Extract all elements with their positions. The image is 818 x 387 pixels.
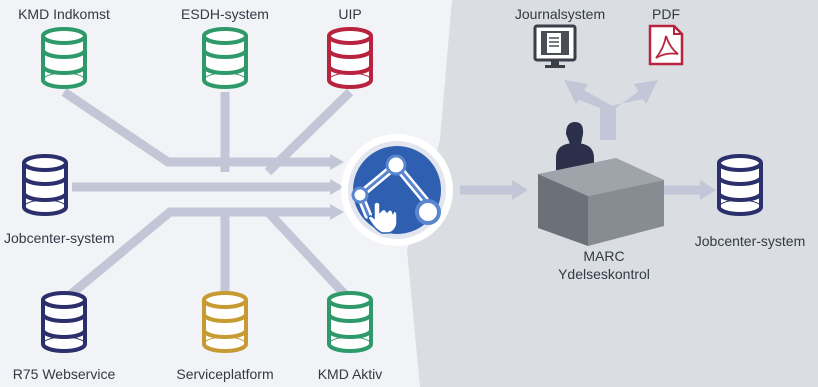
database-icon-serviceplatform [202, 291, 248, 353]
label-pdf: PDF [652, 6, 680, 22]
label-r75: R75 Webservice [12, 366, 116, 382]
database-icon-jobcenter-target [717, 154, 763, 216]
label-jobcenter-target: Jobcenter-system [694, 233, 806, 249]
arrowhead-top [330, 154, 344, 170]
marc-title: MARC [583, 248, 625, 264]
line-kmd-aktiv [264, 208, 354, 304]
arrowhead-middle [330, 179, 344, 195]
database-icon-esdh [202, 27, 248, 89]
label-kmd-indkomst: KMD Indkomst [18, 6, 110, 22]
line-uip [264, 88, 354, 176]
monitor-icon [533, 24, 577, 68]
marc-to-target-arrowhead [700, 180, 716, 200]
database-icon-r75 [41, 291, 87, 353]
marc-output-arrows [564, 80, 658, 140]
database-icon-jobcenter-left [22, 154, 68, 216]
line-r75 [61, 207, 330, 304]
label-jobcenter-left: Jobcenter-system [4, 230, 115, 246]
connection-lines [61, 88, 354, 304]
marc-desk [538, 122, 664, 246]
database-icon-uip [327, 27, 373, 89]
label-uip: UIP [338, 6, 362, 22]
marc-subtitle: Ydelseskontrol [558, 266, 650, 282]
database-icon-kmd-aktiv [327, 291, 373, 353]
label-journalsystem: Journalsystem [514, 6, 606, 22]
arrowhead-bottom [330, 204, 344, 220]
database-icon-kmd-indkomst [41, 27, 87, 89]
label-esdh: ESDH-system [181, 6, 269, 22]
pdf-icon [648, 24, 684, 66]
label-serviceplatform: Serviceplatform [176, 366, 274, 382]
robot-arm-icon [341, 134, 453, 246]
hub-to-marc-arrowhead [512, 180, 528, 200]
label-kmd-aktiv: KMD Aktiv [317, 366, 383, 382]
